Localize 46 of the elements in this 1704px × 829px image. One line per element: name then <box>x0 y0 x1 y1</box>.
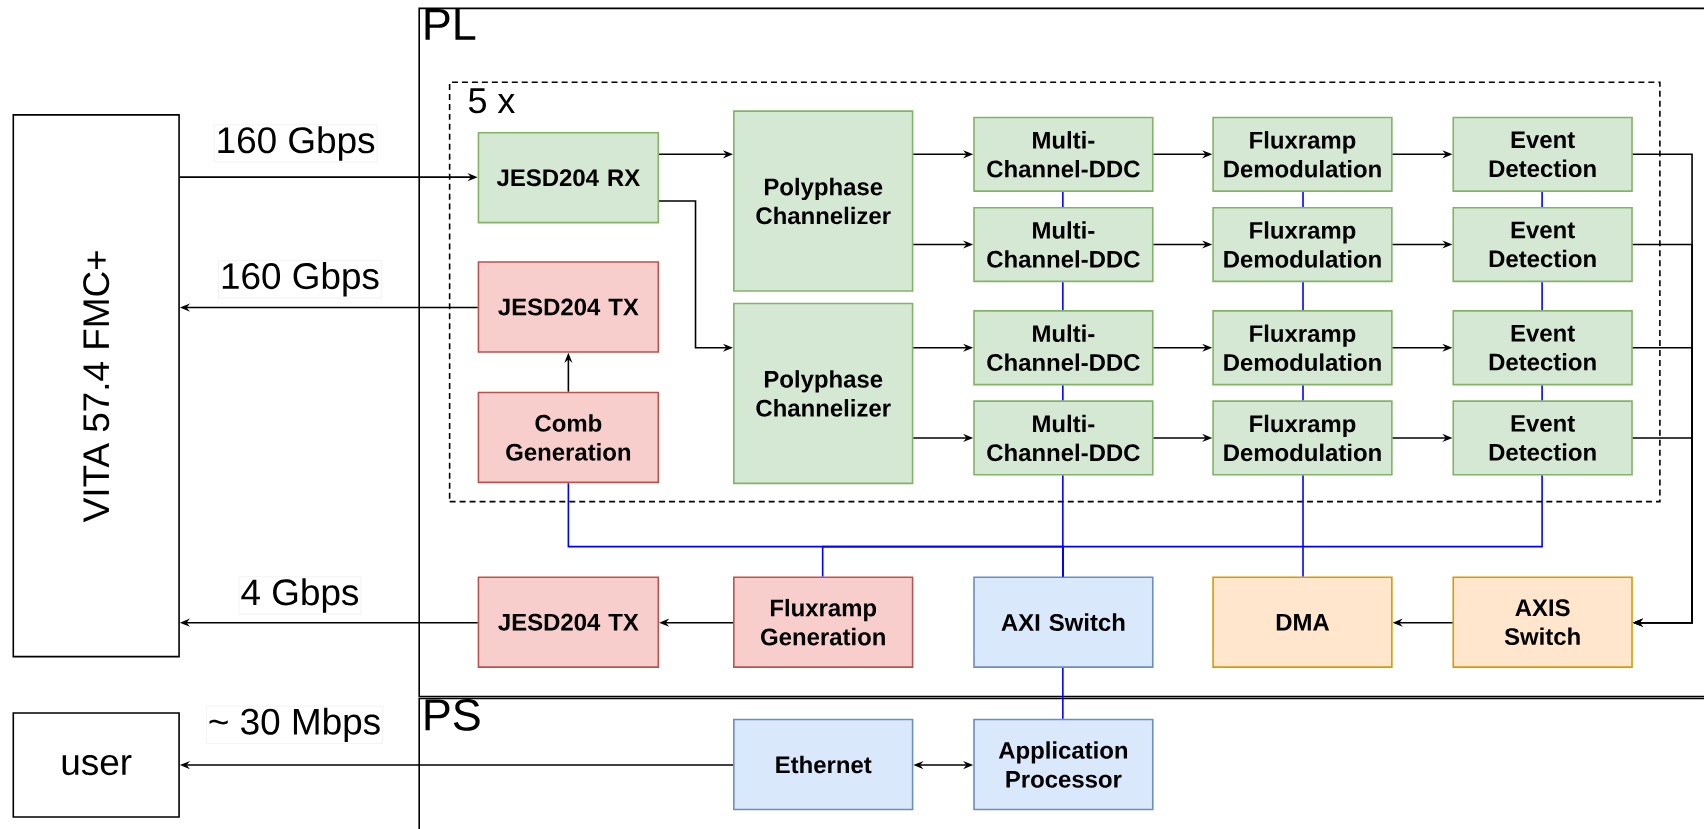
edge-label: 160 Gbps <box>218 260 382 299</box>
connector-line <box>1062 281 1064 311</box>
process-box: Ethernet <box>733 718 914 811</box>
process-box: Event Detection <box>1452 206 1633 283</box>
process-box: Event Detection <box>1452 400 1633 476</box>
process-box: JESD204 TX <box>477 261 660 353</box>
edge-label: ~ 30 Mbps <box>206 705 383 744</box>
connector-line <box>1541 281 1543 311</box>
region-label: PS <box>425 698 480 731</box>
connector-line <box>1062 384 1064 402</box>
process-box: Polyphase Channelizer <box>733 302 914 485</box>
process-box: AXI Switch <box>973 576 1154 668</box>
process-box: Comb Generation <box>477 391 660 484</box>
connector-line <box>1062 191 1064 208</box>
process-box: Event Detection <box>1452 116 1633 192</box>
process-box: Fluxramp Demodulation <box>1212 206 1393 283</box>
process-box: AXIS Switch <box>1452 576 1633 668</box>
process-box: DMA <box>1212 576 1393 668</box>
process-box: Multi-Channel-DDC <box>973 310 1154 386</box>
edge-label: 160 Gbps <box>213 124 378 163</box>
process-box: Multi-Channel-DDC <box>973 400 1154 476</box>
process-box: Polyphase Channelizer <box>733 110 914 292</box>
connector-line <box>1541 384 1543 402</box>
connector-line <box>1302 281 1304 311</box>
region-label: PL <box>425 8 476 40</box>
process-box: JESD204 TX <box>477 576 660 668</box>
process-box: Fluxramp Demodulation <box>1212 310 1393 386</box>
process-box: Application Processor <box>973 718 1154 811</box>
process-box: Multi-Channel-DDC <box>973 206 1154 283</box>
process-box: Fluxramp Generation <box>733 576 914 668</box>
connector-line <box>1302 384 1304 402</box>
process-box: Multi-Channel-DDC <box>973 116 1154 192</box>
process-box: Fluxramp Demodulation <box>1212 116 1393 192</box>
process-box: JESD204 RX <box>477 131 660 224</box>
device-box: user <box>12 712 180 818</box>
group-label: 5 x <box>468 88 515 114</box>
process-box: Event Detection <box>1452 310 1633 386</box>
edge-label: 4 Gbps <box>238 576 362 615</box>
connector-line <box>1302 474 1304 578</box>
connector-line <box>1062 667 1064 720</box>
connector-line <box>1541 191 1543 208</box>
process-box: Fluxramp Demodulation <box>1212 400 1393 476</box>
connector-line <box>1302 191 1304 208</box>
device-box: VITA 57.4 FMC+ <box>12 114 180 658</box>
arrow <box>1632 437 1693 627</box>
connector-line <box>821 545 1064 578</box>
